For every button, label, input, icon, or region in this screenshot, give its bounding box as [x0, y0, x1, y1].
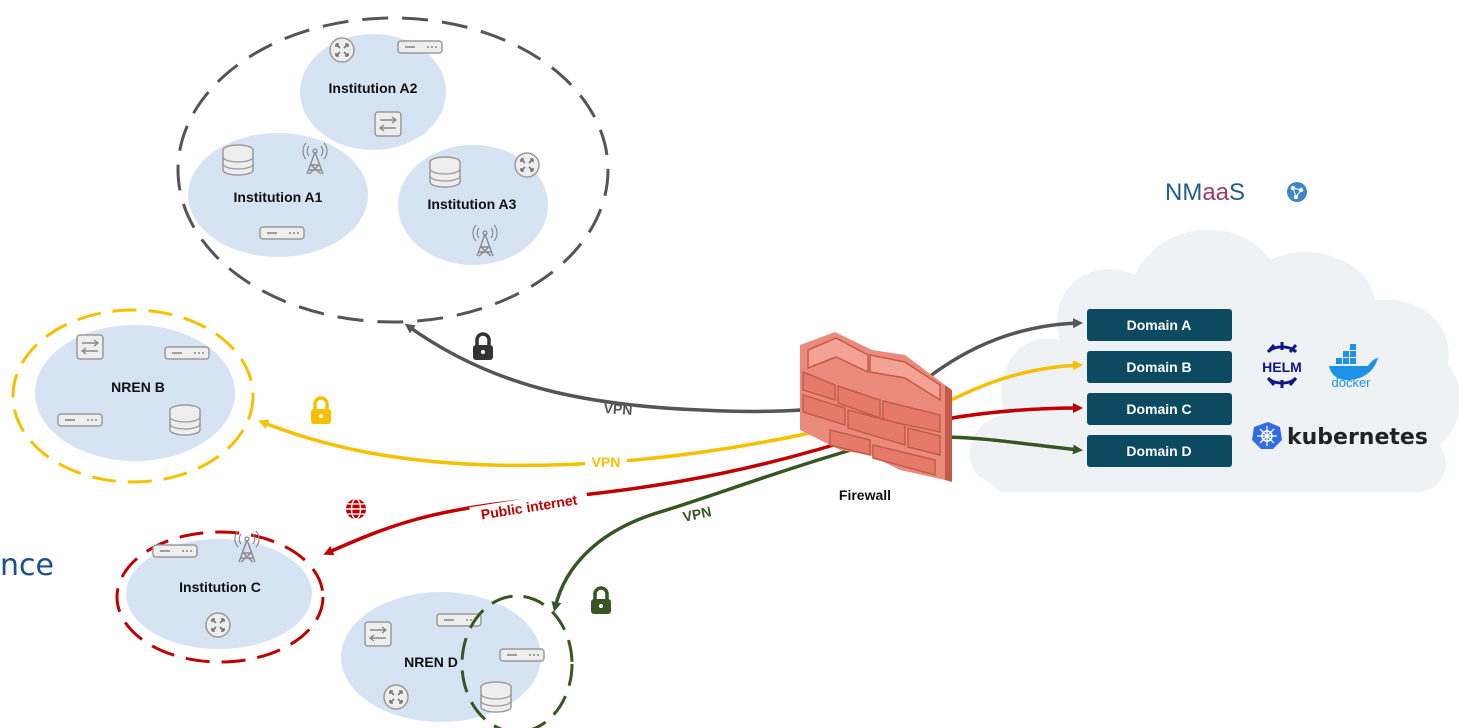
kubernetes-wheel-icon [1252, 422, 1282, 449]
link-domain-c [939, 403, 1083, 422]
vpn-label-d: VPN [681, 503, 712, 525]
vpn-label-b: VPN [592, 454, 621, 470]
link-domain-a [923, 318, 1083, 382]
link-to-nren-b [258, 419, 856, 468]
svg-text:NMaaS: NMaaS [1165, 179, 1245, 206]
database-icon [222, 144, 254, 176]
database-icon [429, 156, 461, 188]
switch-icon [374, 111, 402, 137]
router-icon [514, 152, 540, 178]
router-icon [383, 684, 409, 710]
database-icon [169, 404, 201, 436]
nren-d-label: NREN D [404, 654, 458, 670]
svg-text:kubernetes: kubernetes [1287, 425, 1428, 450]
server-icon [164, 346, 210, 360]
institution-a2-label: Institution A2 [329, 80, 418, 96]
switch-icon [364, 621, 392, 647]
nren-b-boundary [11, 308, 255, 484]
firewall-label: Firewall [839, 487, 891, 503]
docker-logo: docker [1329, 344, 1378, 390]
institution-a3-label: Institution A3 [428, 196, 517, 212]
link-to-nren-d [551, 441, 876, 612]
switch-icon [76, 334, 104, 360]
server-icon [57, 413, 103, 427]
domain-a-box: Domain A [1087, 309, 1232, 341]
server-icon [397, 40, 443, 54]
server-icon [499, 648, 545, 662]
helm-logo: HELM [1262, 342, 1302, 388]
domain-c-label: Domain C [1126, 401, 1191, 417]
domain-a-label: Domain A [1127, 317, 1192, 333]
svg-text:docker: docker [1331, 375, 1371, 390]
domain-c-box: Domain C [1087, 393, 1232, 425]
domain-d-label: Domain D [1126, 443, 1191, 459]
globe-icon [346, 498, 366, 520]
link-to-institution-a [404, 323, 856, 414]
link-domain-d [939, 435, 1083, 455]
vpn-label-a: VPN [603, 400, 633, 418]
public-internet-label: Public internet [480, 491, 579, 522]
nren-b-label: NREN B [111, 379, 165, 395]
domain-d-box: Domain D [1087, 435, 1232, 467]
link-to-institution-c [323, 430, 876, 556]
nmaas-network-icon [1287, 182, 1307, 202]
nmaas-logo: NMaaS [1165, 179, 1307, 206]
nren-d-managed-boundary [460, 594, 574, 728]
institution-a-group-boundary [176, 16, 610, 324]
server-icon [259, 226, 305, 240]
svg-text:HELM: HELM [1262, 359, 1302, 375]
institution-a1-label: Institution A1 [234, 189, 323, 205]
institution-c-label: Institution C [179, 579, 261, 595]
lock-icon [311, 396, 331, 424]
server-icon [152, 544, 198, 558]
domain-b-box: Domain B [1087, 351, 1232, 383]
router-icon [329, 37, 355, 63]
router-icon [205, 612, 231, 638]
lock-icon [591, 586, 611, 614]
firewall-icon [800, 332, 952, 482]
lock-icon [473, 332, 493, 360]
domain-b-label: Domain B [1126, 359, 1191, 375]
database-icon [480, 681, 512, 713]
institution-a2-site [300, 34, 446, 150]
institution-c-boundary [115, 530, 325, 664]
cropped-side-text: nce [0, 548, 54, 583]
kubernetes-logo: kubernetes [1252, 422, 1428, 450]
institution-c-site [126, 539, 312, 649]
